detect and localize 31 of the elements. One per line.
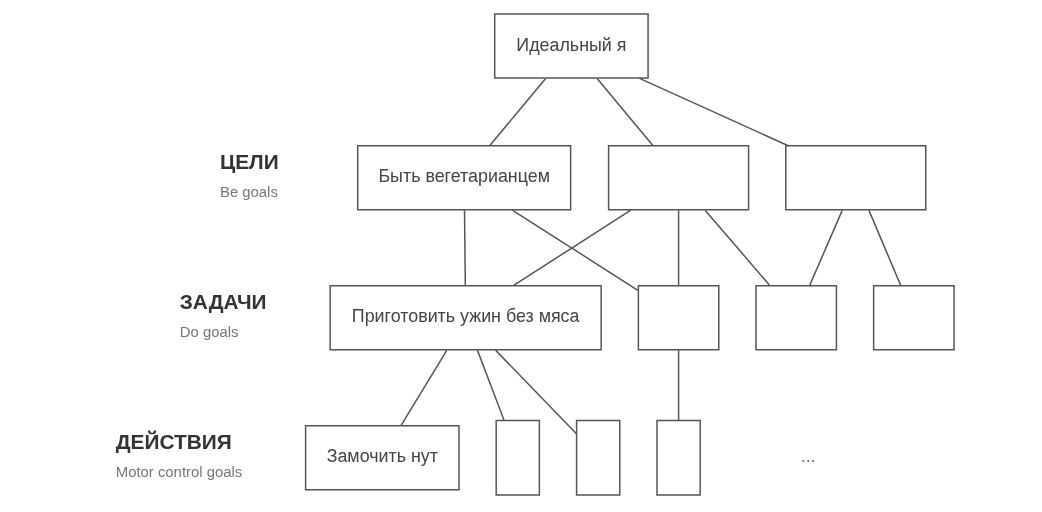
- label: ...: [800, 446, 816, 467]
- node-box: [607, 145, 749, 211]
- connector: [488, 77, 546, 147]
- connector: [867, 209, 901, 287]
- connector: [476, 349, 505, 422]
- label: Motor control goals: [115, 464, 242, 481]
- node-box: [872, 285, 955, 351]
- connector: [638, 77, 789, 147]
- node-box: [655, 419, 701, 496]
- connector: [677, 349, 679, 422]
- connector: [399, 349, 447, 427]
- node-box: [637, 285, 720, 351]
- label: Do goals: [179, 324, 238, 341]
- connector: [808, 209, 843, 287]
- connector: [677, 209, 679, 287]
- node-box: [784, 145, 926, 211]
- connector: [704, 209, 770, 287]
- label: ЦЕЛИ: [219, 150, 279, 174]
- label: ЗАДАЧИ: [179, 290, 267, 314]
- node-box: [754, 285, 837, 351]
- node-box: Быть вегетарианцем: [356, 145, 571, 211]
- node-box: [575, 419, 620, 496]
- node-box: Приготовить ужин без мяса: [328, 285, 602, 351]
- node-box: [494, 419, 540, 496]
- connector: [596, 77, 654, 147]
- label: Be goals: [219, 184, 278, 201]
- connector: [494, 349, 577, 435]
- node-box: Идеальный я: [493, 13, 649, 79]
- connector: [463, 209, 466, 287]
- node-box: Замочить нут: [304, 425, 460, 491]
- label: ДЕЙСТВИЯ: [115, 430, 232, 454]
